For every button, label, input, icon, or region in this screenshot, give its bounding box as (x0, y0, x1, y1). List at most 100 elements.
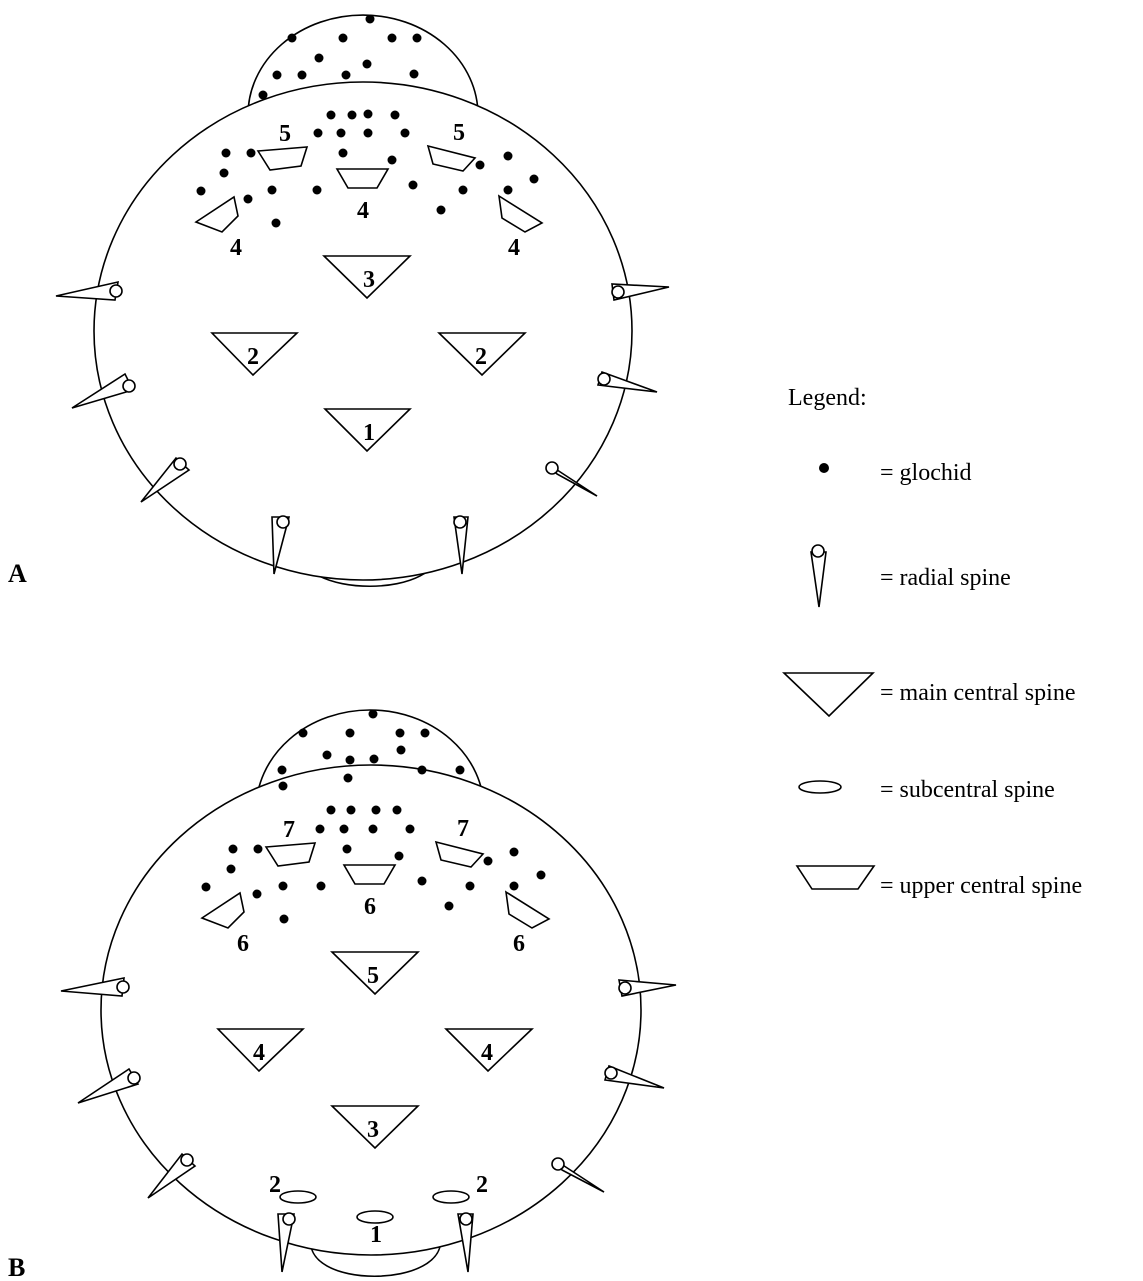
dot-icon (819, 463, 829, 473)
glochid-dot (252, 889, 262, 899)
glochid-dot (326, 110, 336, 120)
main-central-number: 2 (247, 344, 259, 370)
upper-central-spine (194, 195, 239, 233)
glochid-dot (272, 70, 282, 80)
glochid-dot (342, 844, 352, 854)
legend-title: Legend: (788, 385, 867, 411)
legend-item-upper-central-spine: = upper central spine (880, 873, 1082, 899)
upper-central-number: 7 (283, 817, 295, 843)
glochid-dot (278, 781, 288, 791)
glochid-dot (458, 185, 468, 195)
legend-item-glochid: = glochid (880, 460, 972, 486)
upper-central-spine (342, 864, 397, 885)
main-central-number: 3 (363, 267, 375, 293)
panel-a: 5 5 4 4 4 3 2 2 1 A (8, 14, 670, 588)
radial-spine-base (611, 285, 625, 299)
subcentral-number: 2 (476, 1172, 488, 1198)
main-central-spine (444, 1028, 534, 1073)
inverted-triangle-icon (782, 672, 875, 718)
glochid-dot (394, 851, 404, 861)
subcentral-number: 2 (269, 1172, 281, 1198)
glochid-dot (396, 745, 406, 755)
glochid-dot (228, 844, 238, 854)
glochid-dot (509, 847, 519, 857)
glochid-dot (412, 33, 422, 43)
radial-spine-base (604, 1066, 618, 1080)
glochid-dot (271, 218, 281, 228)
glochid-dot (417, 876, 427, 886)
radial-spine-base (453, 515, 467, 529)
glochid-dot (287, 33, 297, 43)
glochid-dot (326, 805, 336, 815)
spike-icon (810, 544, 827, 608)
subcentral-spine-group: 2 2 1 (269, 1172, 488, 1248)
trapezoid-icon (795, 865, 876, 890)
upper-central-number: 5 (453, 120, 465, 146)
upper-central-number: 4 (230, 235, 242, 261)
glochid-dot (417, 765, 427, 775)
glochid-dot (314, 53, 324, 63)
glochid-dot (258, 90, 268, 100)
glochid-dot (346, 805, 356, 815)
glochid-dot (341, 70, 351, 80)
upper-central-number: 6 (513, 931, 525, 957)
upper-central-number: 4 (508, 235, 520, 261)
areole-outline (100, 764, 642, 1256)
glochid-dot (339, 824, 349, 834)
glochid-dot (279, 914, 289, 924)
radial-spine-base (282, 1212, 296, 1226)
glochid-dot (503, 185, 513, 195)
upper-central-spine-group: 7 7 6 6 6 (200, 816, 551, 957)
glochid-dot (529, 174, 539, 184)
glochid-dot (365, 14, 375, 24)
glochid-dot (363, 128, 373, 138)
glochid-dot (390, 110, 400, 120)
glochid-dot (444, 901, 454, 911)
main-central-spine (330, 951, 420, 996)
main-central-spine-group: 3 2 2 1 (210, 255, 527, 453)
glochid-dot (221, 148, 231, 158)
glochid-dot (246, 148, 256, 158)
legend: Legend: = glochid = radial spine = main … (782, 385, 1082, 899)
main-central-number: 1 (363, 420, 375, 446)
main-central-spine (216, 1028, 305, 1073)
glochid-dot (395, 728, 405, 738)
upper-central-spine (256, 146, 309, 171)
legend-item-main-central-spine: = main central spine (880, 680, 1075, 706)
upper-central-spine-group: 5 5 4 4 4 (194, 120, 544, 261)
main-central-number: 3 (367, 1117, 379, 1143)
legend-item-radial-spine: = radial spine (880, 565, 1011, 591)
radial-spine-base (116, 980, 130, 994)
main-central-spine-group: 5 4 4 3 (216, 951, 534, 1150)
main-central-number: 4 (253, 1040, 265, 1066)
upper-central-number: 4 (357, 198, 369, 224)
glochid-group (201, 709, 546, 924)
glochid-dot (336, 128, 346, 138)
glochid-dot (312, 185, 322, 195)
upper-central-spine (504, 890, 551, 929)
main-central-spine (322, 255, 412, 300)
glochid-dot (362, 59, 372, 69)
glochid-dot (503, 151, 513, 161)
subcentral-number: 1 (370, 1222, 382, 1248)
glochid-dot (392, 805, 402, 815)
glochid-dot (226, 864, 236, 874)
glochid-dot (253, 844, 263, 854)
glochid-dot (313, 128, 323, 138)
upper-central-number: 7 (457, 816, 469, 842)
main-central-number: 4 (481, 1040, 493, 1066)
glochid-dot (316, 881, 326, 891)
glochid-dot (371, 805, 381, 815)
radial-spine (55, 280, 119, 301)
glochid-dot (420, 728, 430, 738)
radial-spine-base (180, 1153, 194, 1167)
radial-spine-base (618, 981, 632, 995)
subcentral-spine (356, 1210, 394, 1224)
radial-spine-base (127, 1071, 141, 1085)
glochid-dot (315, 824, 325, 834)
glochid-dot (387, 155, 397, 165)
radial-spine-base (551, 1157, 565, 1171)
panel-label: B (8, 1253, 25, 1281)
radial-spine-group (55, 280, 670, 575)
